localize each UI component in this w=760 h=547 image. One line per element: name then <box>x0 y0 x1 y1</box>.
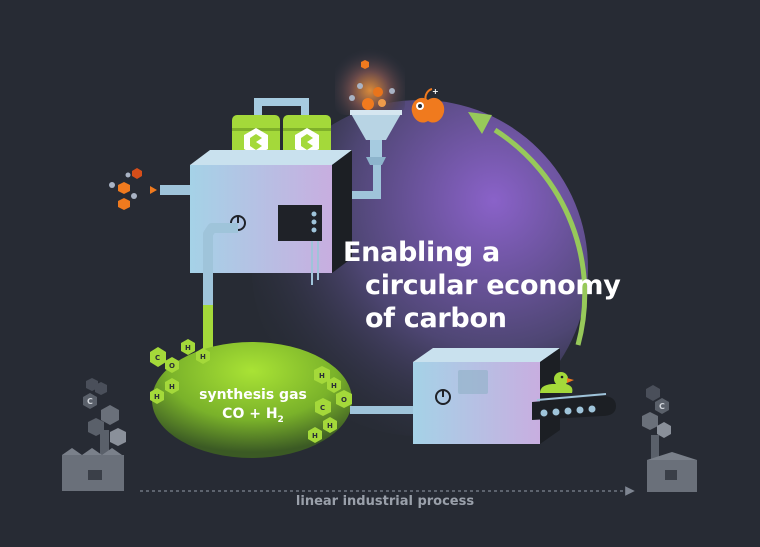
headline-line-1: Enabling a <box>343 237 500 268</box>
gas-fermentation-machine <box>190 150 352 285</box>
svg-text:H: H <box>200 353 206 361</box>
headline: Enabling a circular economy of carbon <box>343 236 673 335</box>
svg-text:H: H <box>312 432 318 440</box>
arrow-icon <box>468 112 492 134</box>
linear-process-label: linear industrial process <box>295 494 475 509</box>
headline-line-3: of carbon <box>365 303 507 334</box>
factory-icon: C <box>642 385 697 492</box>
svg-text:H: H <box>327 422 333 430</box>
outlet-pipe <box>160 185 190 195</box>
conveyor-belt <box>532 393 616 420</box>
duck-icon <box>540 372 574 393</box>
svg-text:O: O <box>341 396 347 404</box>
factory-icon: C <box>62 378 126 491</box>
synthesis-gas-formula: CO + H2 <box>222 406 284 425</box>
green-feed-pipe <box>203 305 213 350</box>
synthesis-gas-label: synthesis gas CO + H2 <box>178 386 328 430</box>
output-particles <box>109 168 157 210</box>
svg-text:C: C <box>659 402 665 411</box>
svg-text:C: C <box>155 354 160 362</box>
canister-pipe <box>254 98 309 118</box>
apple-icon: + <box>411 87 445 123</box>
svg-text:H: H <box>319 372 325 380</box>
svg-text:+: + <box>432 87 439 96</box>
svg-text:H: H <box>169 383 175 391</box>
svg-text:O: O <box>169 362 175 370</box>
svg-text:C: C <box>320 404 325 412</box>
production-machine <box>413 348 560 444</box>
machine-down-pipe <box>203 223 238 310</box>
svg-text:C: C <box>87 397 93 406</box>
svg-text:H: H <box>185 344 191 352</box>
svg-text:H: H <box>331 382 337 390</box>
svg-text:H: H <box>154 393 160 401</box>
synthesis-gas-blob <box>152 342 352 458</box>
synthesis-gas-title: synthesis gas <box>199 387 307 403</box>
hopper-funnel <box>350 110 402 199</box>
headline-line-2: circular economy <box>365 270 621 301</box>
cycle-arrow <box>493 127 588 346</box>
syngas-molecules: C O H H H H H H O C H H <box>150 339 352 443</box>
